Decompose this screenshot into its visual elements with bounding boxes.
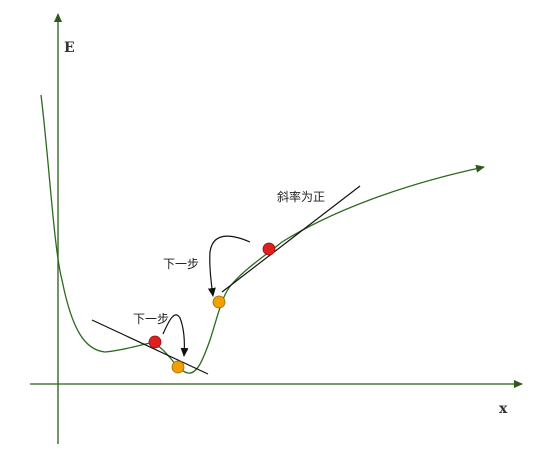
step-arrow-upper — [207, 235, 251, 297]
next-step-label-upper: 下一步 — [163, 257, 199, 271]
next-point-lower — [171, 360, 185, 374]
step-arrow-lower — [162, 314, 189, 357]
energy-curve — [40, 94, 485, 374]
current-point-lower — [148, 335, 162, 349]
tangent-line-upper — [221, 185, 361, 293]
next-point-upper — [212, 295, 226, 309]
current-point-upper — [262, 242, 276, 256]
tangent-line-lower — [91, 319, 209, 375]
slope-positive-label: 斜率为正 — [277, 189, 325, 204]
next-step-label-lower: 下一步 — [133, 312, 169, 326]
x-axis-label: x — [499, 401, 508, 417]
y-axis-label: E — [64, 40, 75, 56]
